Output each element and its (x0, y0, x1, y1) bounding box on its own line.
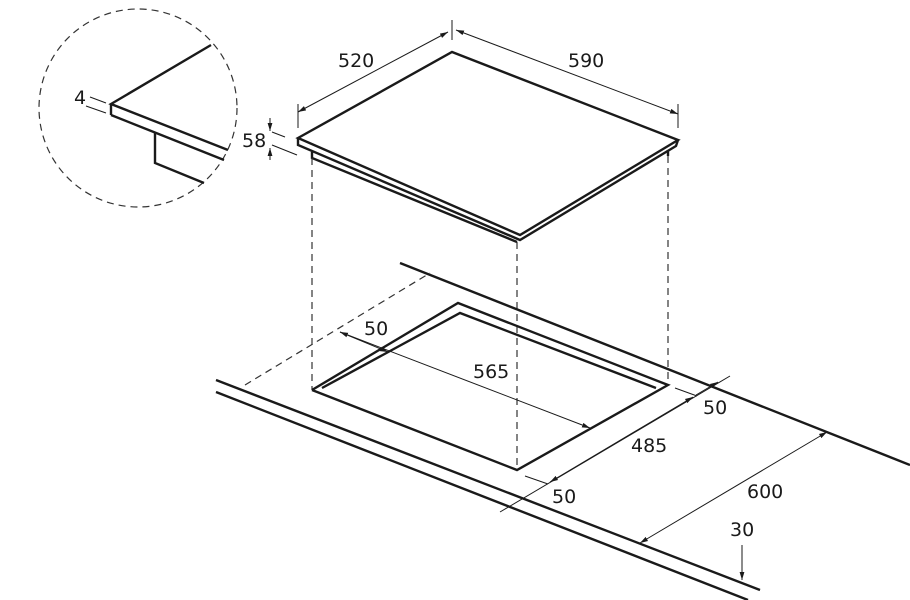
cutout-right-margin-label: 50 (703, 397, 727, 419)
cutout-back-margin-label: 50 (364, 318, 388, 340)
hob-width-label: 590 (568, 50, 604, 72)
hob-glass-edge (296, 138, 680, 242)
cutout (311, 301, 671, 472)
hob-height-label: 58 (242, 130, 266, 152)
detail-hob-body (153, 133, 205, 185)
detail-callout (38, 8, 238, 208)
worktop-thickness-label: 30 (730, 519, 754, 541)
worktop (215, 261, 910, 600)
cutout-outline (311, 301, 671, 472)
cutout-width-label: 565 (473, 361, 509, 383)
worktop-back-edge (399, 261, 910, 467)
cutout-inner-edge (321, 311, 657, 390)
hob-top (295, 50, 681, 237)
detail-circle (38, 8, 238, 208)
hob (295, 50, 681, 244)
worktop-side-edge (244, 272, 431, 386)
hob-depth-label: 520 (338, 50, 374, 72)
hob-body (310, 152, 518, 244)
cutout-depth-label: 485 (631, 435, 667, 457)
dimension-lines (267, 20, 828, 580)
worktop-depth-label: 600 (747, 481, 783, 503)
detail-hob-top (108, 43, 229, 152)
worktop-front-edge (215, 378, 761, 592)
detail-thickness-label: 4 (74, 87, 86, 109)
cutout-front-margin-label: 50 (552, 486, 576, 508)
